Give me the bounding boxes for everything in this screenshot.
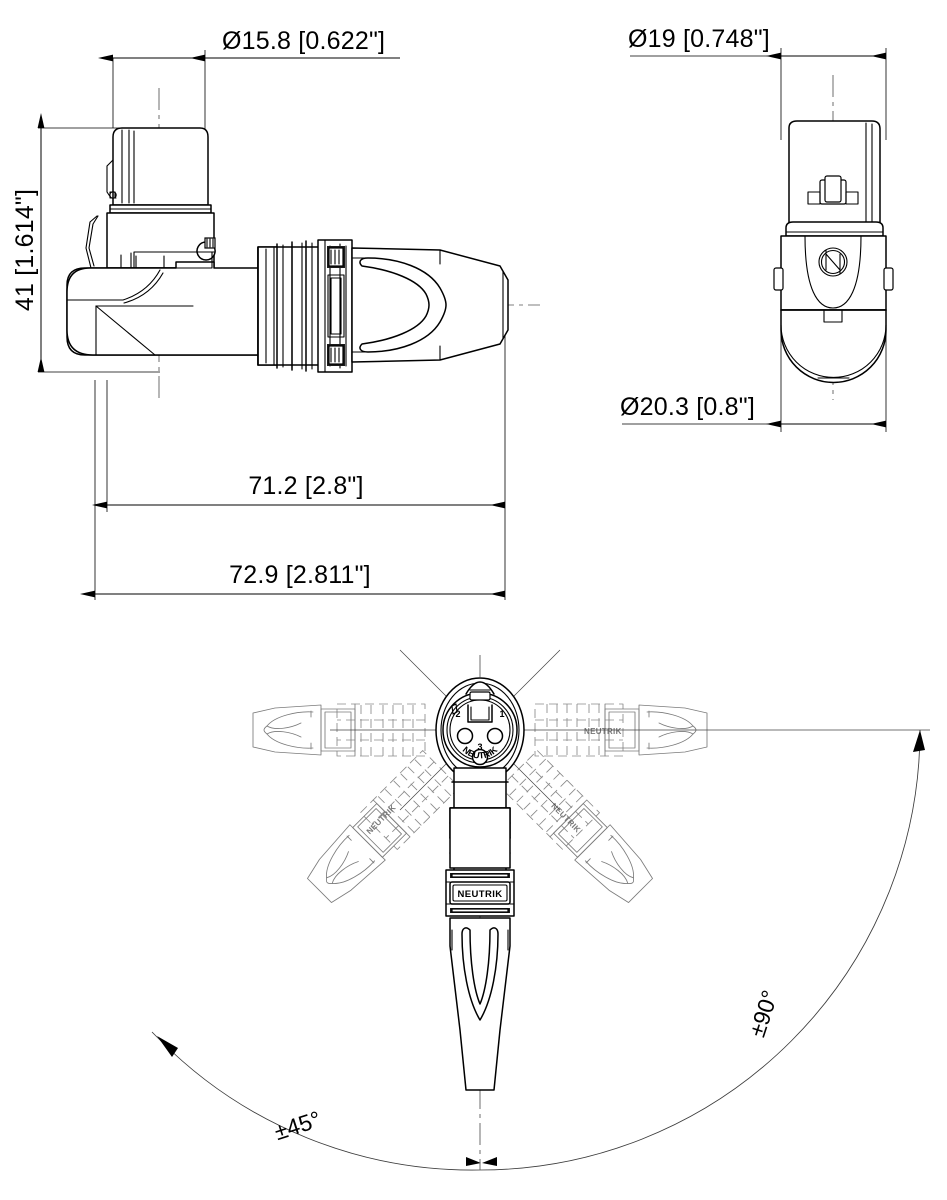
xlr-pin-label-1: 1 bbox=[499, 709, 504, 719]
side-view-connector-body bbox=[66, 127, 509, 373]
dimension-height-left: 41 [1.614"] bbox=[11, 113, 45, 372]
dimension-label-length-overall: 72.9 [2.811"] bbox=[229, 561, 371, 589]
xlr-pin-1-socket bbox=[486, 727, 504, 745]
rotation-arc-45 bbox=[159, 1039, 481, 1171]
dimension-label-length-body: 71.2 [2.8"] bbox=[248, 472, 363, 500]
plan-view-brand-label: NEUTRIK bbox=[457, 889, 502, 900]
xlr-pin-3-socket bbox=[471, 748, 489, 766]
plan-rotation-view: NEUTRIK NEUTRIK NEUTRIK NEUTRIK ±45° ±90… bbox=[151, 649, 930, 1171]
dimension-length-body: 71.2 [2.8"] bbox=[92, 472, 505, 509]
dimension-diameter-boot: Ø20.3 [0.8"] bbox=[620, 393, 886, 428]
dimension-diameter-top: Ø15.8 [0.622"] bbox=[98, 27, 400, 62]
rotation-arc-tail bbox=[151, 1031, 161, 1041]
neutrik-n-logo bbox=[818, 247, 848, 277]
arc-arrow-center-left bbox=[466, 1157, 481, 1166]
dimension-label-diameter-shell: Ø19 [0.748"] bbox=[628, 25, 770, 53]
side-elevation-view: Ø15.8 [0.622"] 41 [1.614"] 71.2 [2.8"] 7… bbox=[11, 27, 540, 600]
plan-construction-lines bbox=[330, 649, 930, 811]
xlr-pin-label-2: 2 bbox=[455, 709, 460, 719]
plan-view-connector-body: 2 1 3 NEUTRIK bbox=[435, 677, 525, 1091]
arc-arrow-right bbox=[913, 730, 925, 752]
side-view-extension-lines bbox=[38, 50, 506, 600]
dimension-label-height-left: 41 [1.614"] bbox=[11, 189, 39, 311]
dimension-label-diameter-boot: Ø20.3 [0.8"] bbox=[620, 393, 755, 421]
front-elevation-view: Ø19 [0.748"] Ø20.3 [0.8"] bbox=[620, 25, 894, 432]
rotation-arc-90 bbox=[479, 729, 921, 1171]
front-view-connector-body bbox=[773, 120, 894, 384]
xlr-pin-label-3: 3 bbox=[477, 742, 482, 752]
ghost-brand-label-right: NEUTRIK bbox=[584, 727, 622, 736]
arc-arrow-left bbox=[157, 1036, 178, 1057]
xlr-pin-2-socket bbox=[456, 727, 474, 745]
dimension-length-overall: 72.9 [2.811"] bbox=[80, 561, 505, 598]
dimension-diameter-shell: Ø19 [0.748"] bbox=[628, 25, 886, 60]
angle-label-90: ±90° bbox=[744, 987, 783, 1040]
arc-arrow-center-right bbox=[482, 1157, 497, 1166]
angle-label-45: ±45° bbox=[271, 1106, 324, 1145]
xlr-face-ring-text: NEUTRIK bbox=[461, 744, 500, 760]
dimension-label-diameter-top: Ø15.8 [0.622"] bbox=[222, 27, 385, 55]
